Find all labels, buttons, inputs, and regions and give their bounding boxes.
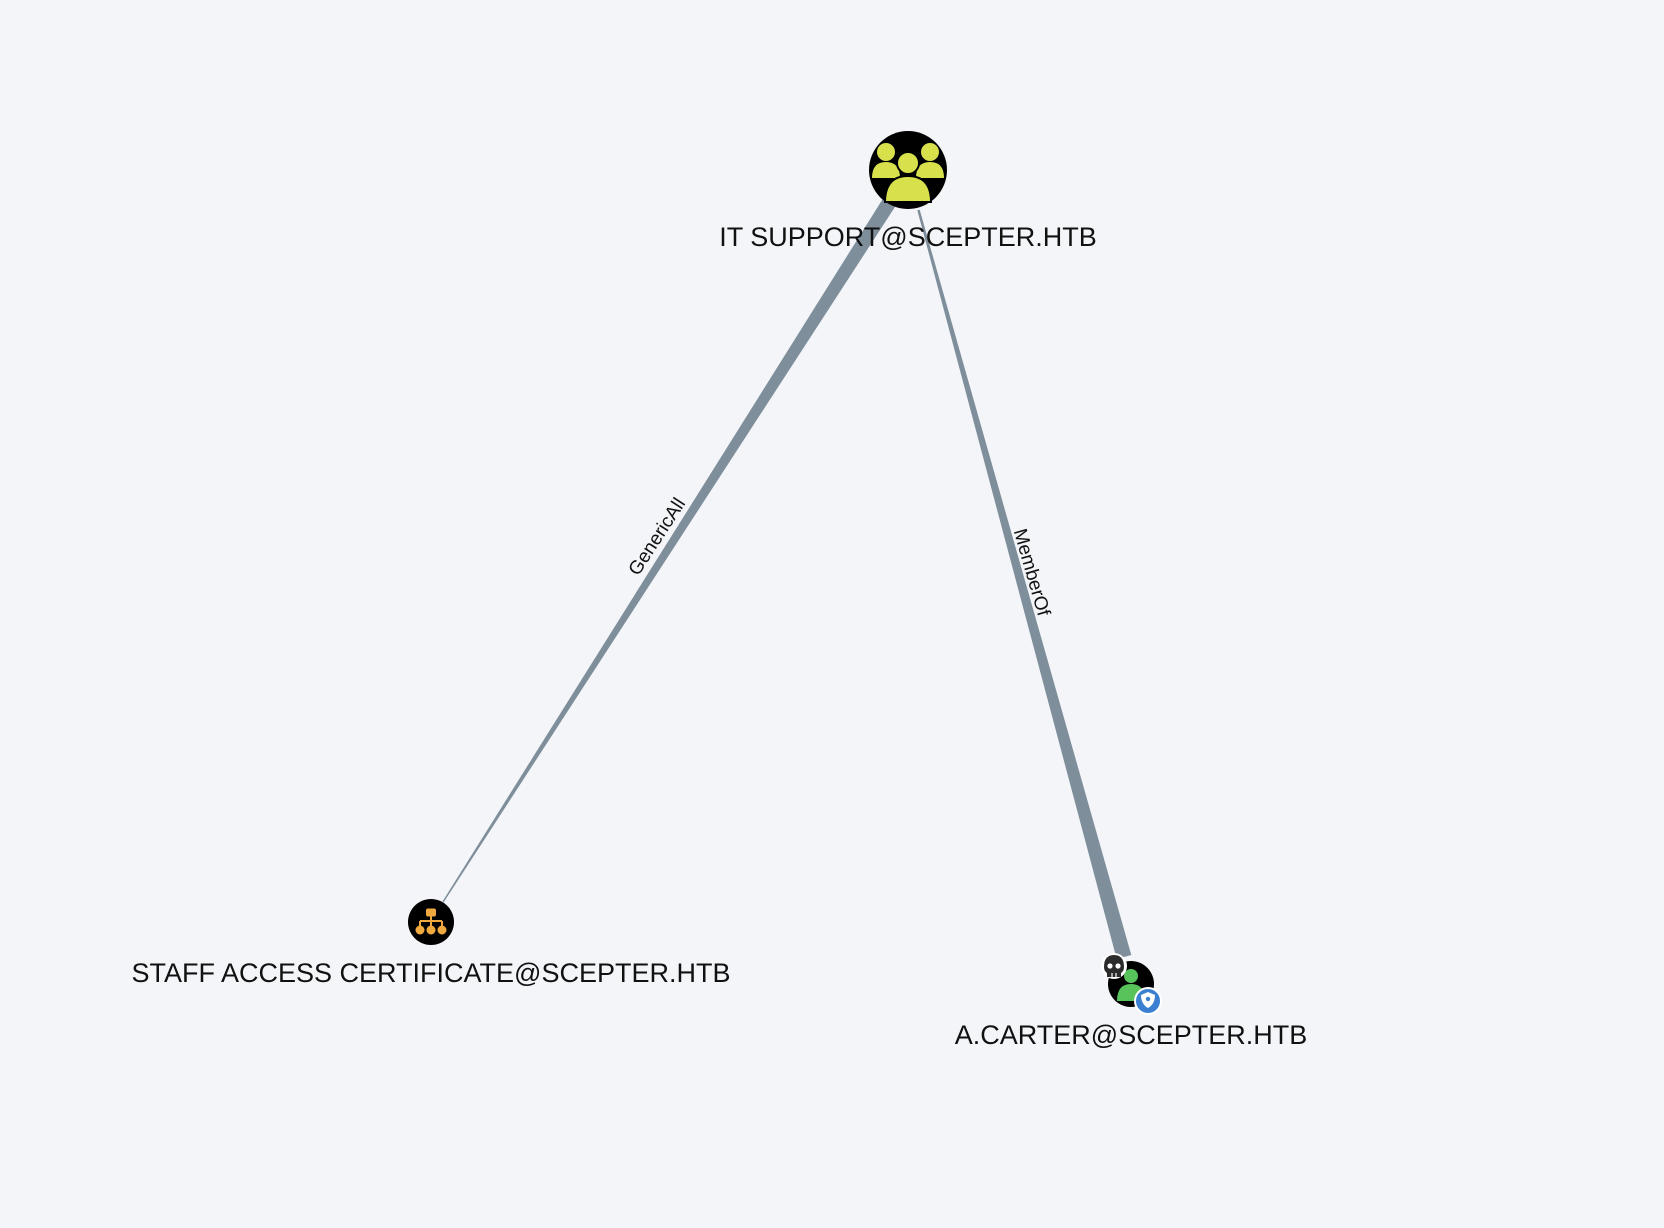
node-staff-access-label: STAFF ACCESS CERTIFICATE@SCEPTER.HTB <box>132 958 731 988</box>
users-group-icon <box>872 143 944 203</box>
node-a-carter-label: A.CARTER@SCEPTER.HTB <box>955 1020 1307 1050</box>
edge-genericall[interactable]: GenericAll <box>442 198 896 903</box>
node-it-support-label: IT SUPPORT@SCEPTER.HTB <box>719 222 1096 252</box>
node-it-support[interactable]: IT SUPPORT@SCEPTER.HTB <box>719 131 1097 252</box>
node-staff-access[interactable]: STAFF ACCESS CERTIFICATE@SCEPTER.HTB <box>132 899 731 988</box>
skull-icon <box>1101 953 1127 979</box>
sitemap-icon <box>415 908 447 935</box>
node-a-carter[interactable]: A.CARTER@SCEPTER.HTB <box>955 953 1307 1050</box>
edge-memberof[interactable]: MemberOf <box>917 209 1132 960</box>
edge-memberof-line[interactable] <box>917 209 1132 960</box>
edge-genericall-line[interactable] <box>442 198 896 903</box>
shield-icon <box>1134 987 1162 1015</box>
